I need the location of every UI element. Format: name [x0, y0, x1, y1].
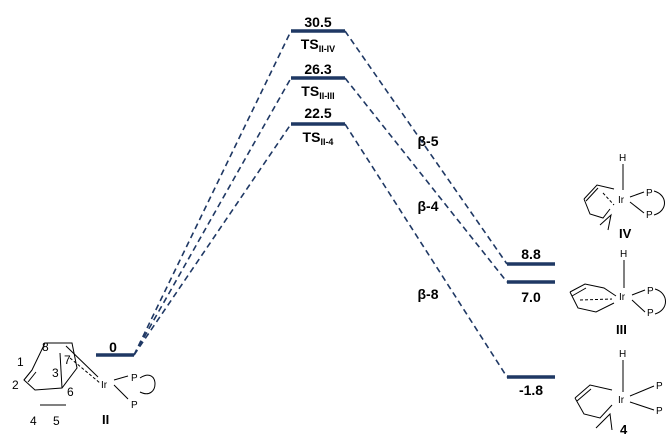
- connectors: [133, 30, 508, 378]
- molecule-4-ligand-p2: P: [656, 406, 663, 417]
- energy-value-4: -1.8: [519, 382, 543, 398]
- molecule-iv-metal: Ir: [618, 195, 625, 206]
- connector-ii-to-ts-ii-iii: [133, 77, 292, 356]
- ts-label-ii-iii: TSII-III: [301, 83, 334, 101]
- molecule-iv-hydride: H: [619, 153, 626, 164]
- molecule-ii: Ir P P 1 2 3 4 5 6 7 8 II: [12, 340, 156, 428]
- molecule-iii-hydride: H: [620, 249, 627, 260]
- connector-ts-ii-4-to-4: [344, 123, 508, 378]
- ring-number-4: 4: [30, 414, 37, 428]
- molecule-label-ii: II: [102, 412, 109, 427]
- molecule-iv: H Ir P P IV: [583, 153, 665, 241]
- ring-number-8: 8: [42, 340, 49, 354]
- molecule-iv-ligand-p1: P: [646, 188, 653, 199]
- ts-label-ii-4: TSII-4: [303, 129, 334, 147]
- ring-number-6: 6: [67, 385, 74, 399]
- molecule-ii-ligand-p1: P: [131, 373, 138, 384]
- ring-number-7: 7: [64, 353, 71, 367]
- molecule-4-ligand-p1: P: [656, 381, 663, 392]
- molecule-4-metal: Ir: [618, 395, 625, 406]
- pathway-label-beta-8: β-8: [418, 286, 439, 302]
- pathway-label-beta-5: β-5: [418, 133, 439, 149]
- molecule-iii-ligand-p1: P: [647, 286, 654, 297]
- molecule-label-iii: III: [616, 322, 627, 337]
- energy-value-ii: 0: [109, 339, 117, 355]
- energy-value-ts-ii-iv: 30.5: [304, 14, 331, 30]
- molecule-ii-ligand-p2: P: [131, 400, 138, 411]
- ring-number-1: 1: [17, 355, 24, 369]
- pathway-label-beta-4: β-4: [418, 198, 439, 214]
- energy-levels: [96, 29, 555, 379]
- connector-ii-to-ts-ii-iv: [133, 30, 292, 356]
- connector-ts-ii-iv-to-iv: [344, 30, 508, 265]
- ring-number-3: 3: [52, 366, 59, 380]
- energy-value-ts-ii-4: 22.5: [304, 105, 331, 121]
- ring-number-5: 5: [53, 414, 60, 428]
- molecule-label-iv: IV: [619, 226, 632, 241]
- molecule-iii-metal: Ir: [619, 292, 626, 303]
- molecule-ii-metal: Ir: [101, 380, 108, 391]
- connector-ts-ii-iii-to-iii: [344, 77, 508, 283]
- molecule-label-4: 4: [620, 422, 628, 436]
- connector-ii-to-ts-ii-4: [133, 123, 292, 356]
- molecule-4: H Ir P P 4: [574, 349, 663, 436]
- molecule-ii-structure: Ir P P: [23, 342, 156, 411]
- energy-value-iii: 7.0: [521, 289, 541, 305]
- molecule-iii-ligand-p2: P: [647, 308, 654, 319]
- ts-label-ii-iv: TSII-IV: [301, 36, 335, 54]
- molecule-4-hydride: H: [619, 349, 626, 360]
- ring-number-2: 2: [12, 378, 19, 392]
- energy-value-iv: 8.8: [521, 246, 541, 262]
- molecule-iii: H Ir P P III: [569, 249, 666, 337]
- molecule-iv-ligand-p2: P: [646, 210, 653, 221]
- energy-value-ts-ii-iii: 26.3: [304, 61, 331, 77]
